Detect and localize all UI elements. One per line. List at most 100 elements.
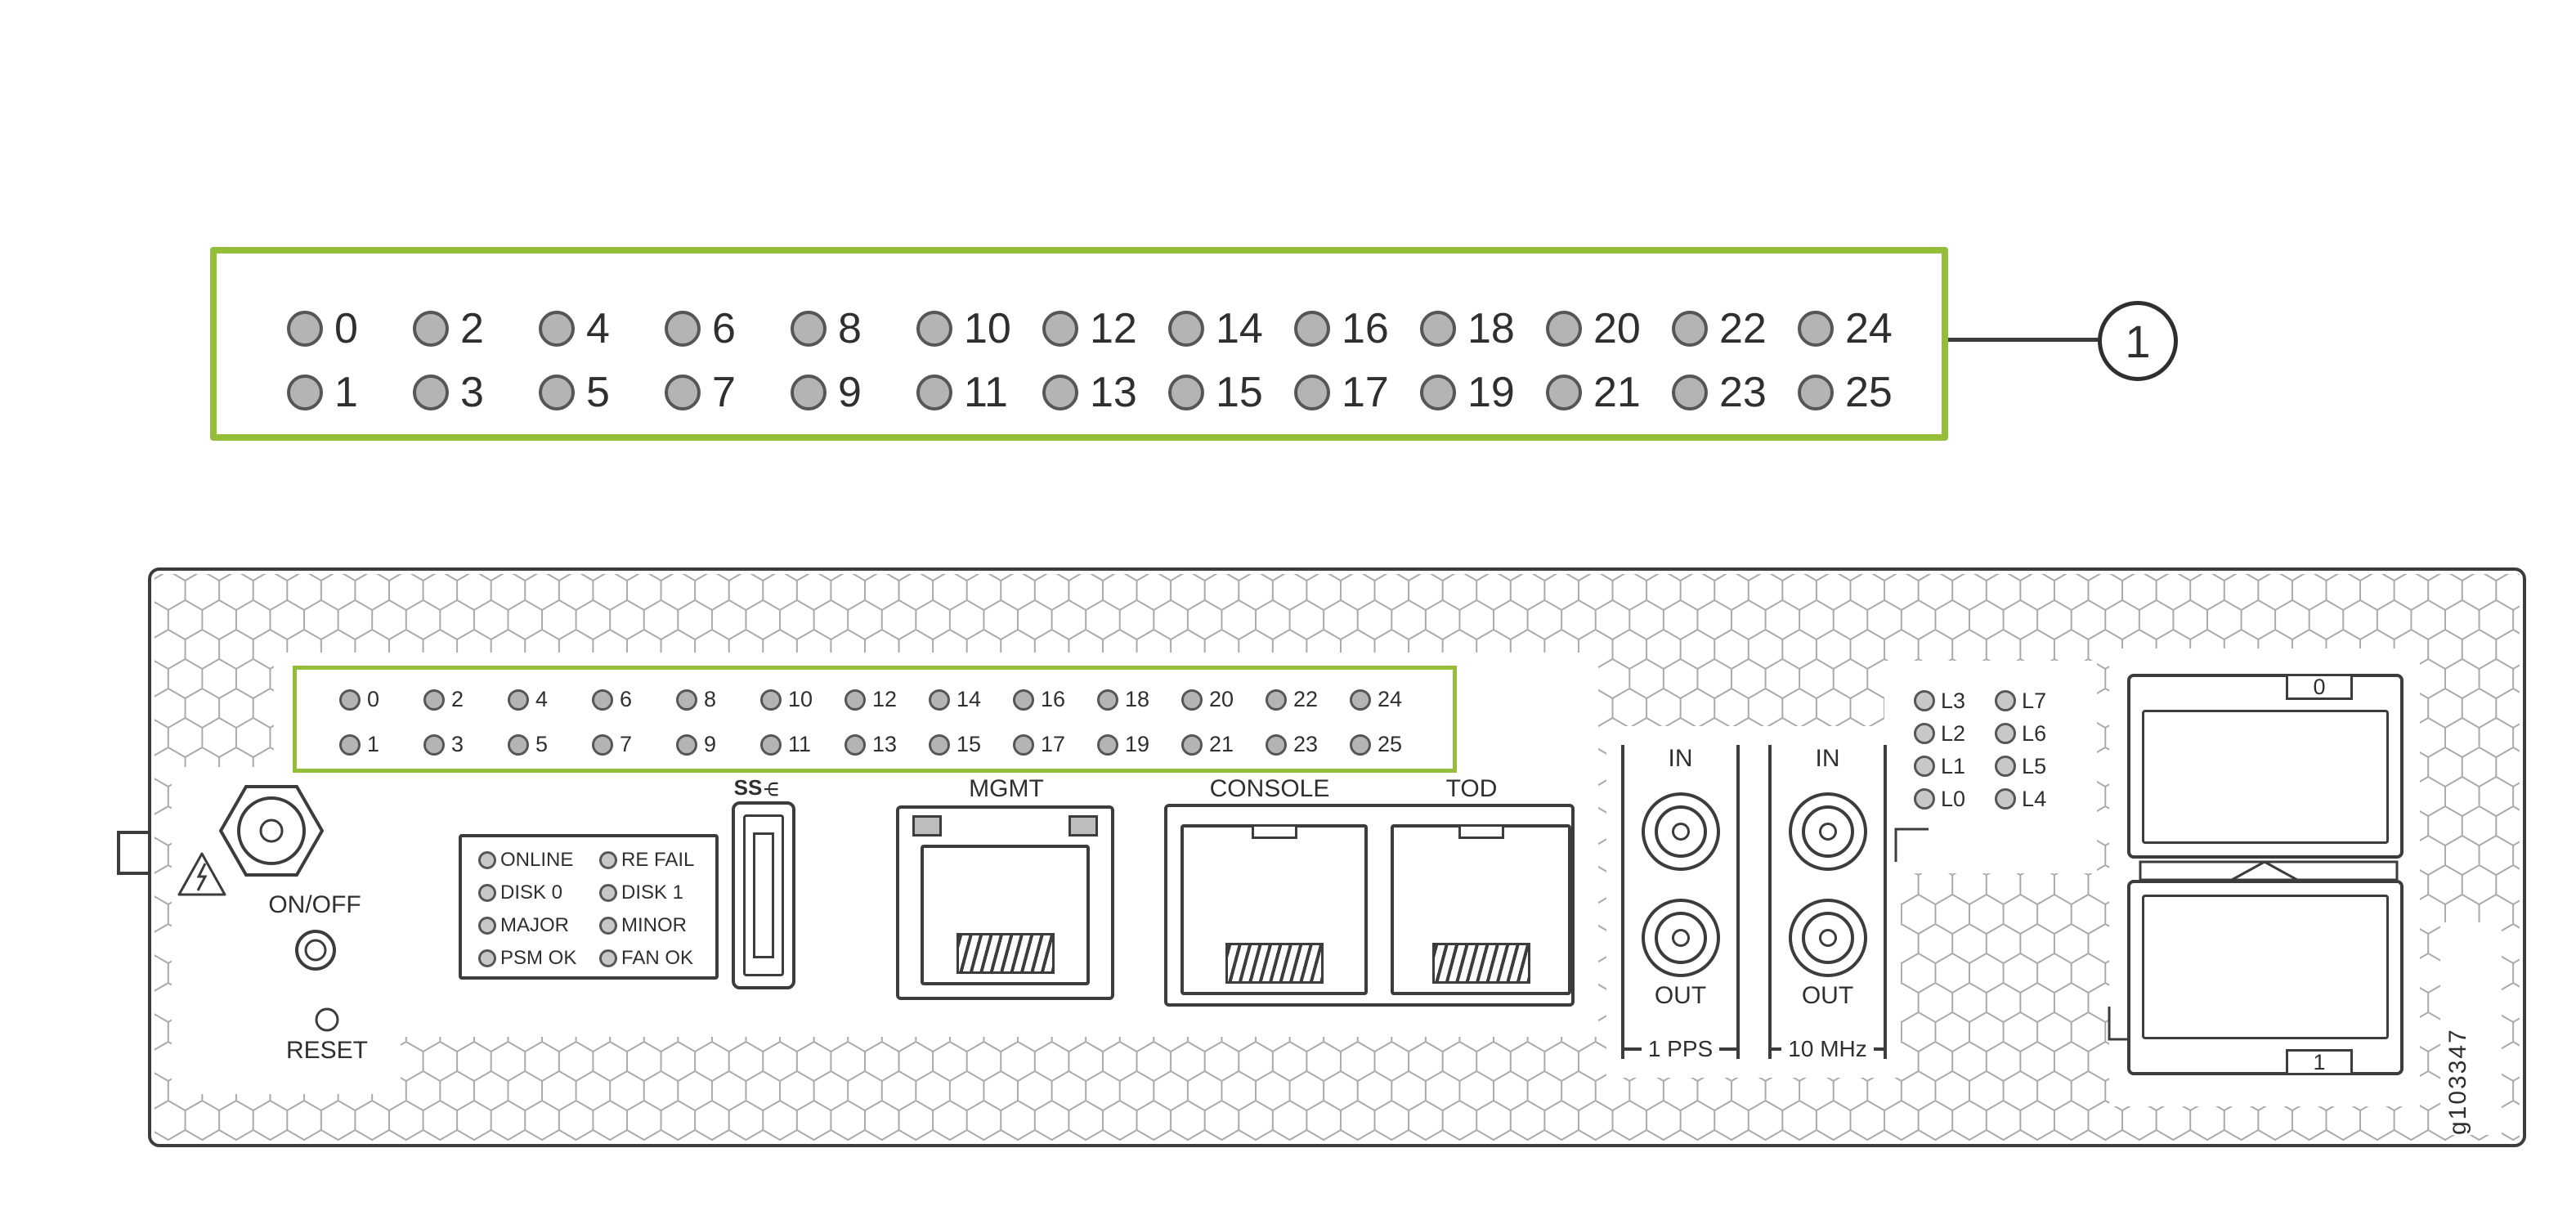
link-led-label: L3 bbox=[1941, 688, 1966, 713]
onoff-label: ON/OFF bbox=[268, 891, 361, 918]
status-label: DISK 0 bbox=[500, 881, 563, 904]
link-led-item: L6 bbox=[1995, 721, 2046, 746]
status-label: DISK 1 bbox=[621, 881, 684, 904]
out-label: OUT bbox=[1801, 982, 1854, 1009]
led-number: 17 bbox=[1342, 369, 1389, 416]
led-row-odd: 1 3 5 7 9 11 13 15 bbox=[287, 368, 1942, 417]
led-cell: 17 bbox=[1013, 732, 1097, 757]
led-number: 2 bbox=[460, 305, 484, 352]
led-indicator bbox=[1672, 375, 1708, 410]
led-cell: 4 bbox=[539, 304, 665, 353]
led-indicator bbox=[1168, 311, 1204, 347]
callout-leader-line bbox=[1948, 338, 2103, 342]
led-cell: 12 bbox=[844, 687, 929, 712]
power-assembly bbox=[177, 785, 339, 1032]
led-indicator bbox=[339, 733, 361, 756]
link-led-label: L7 bbox=[2022, 688, 2047, 713]
led-number: 19 bbox=[1467, 369, 1515, 416]
led-number: 6 bbox=[712, 305, 736, 352]
led-cell: 24 bbox=[1798, 304, 1924, 353]
in-label: IN bbox=[1815, 745, 1840, 772]
led-indicator bbox=[1266, 733, 1287, 756]
corner-mark-icon bbox=[1894, 828, 1929, 862]
link-led-item: L3 bbox=[1914, 688, 1966, 713]
led-number: 5 bbox=[535, 732, 549, 756]
led-cell: 20 bbox=[1181, 687, 1266, 712]
led-cell: 8 bbox=[676, 687, 760, 712]
led-cell: 7 bbox=[665, 368, 791, 417]
link-led-label: L0 bbox=[1941, 786, 1966, 811]
led-cell: 15 bbox=[929, 732, 1013, 757]
led-indicator bbox=[1294, 311, 1330, 347]
led-cell: 0 bbox=[339, 687, 423, 712]
timing-group-1pps: IN OUT 1 PPS bbox=[1621, 745, 1740, 1061]
led-number: 10 bbox=[964, 305, 1011, 352]
led-number: 21 bbox=[1209, 732, 1234, 756]
led-number: 9 bbox=[838, 369, 862, 416]
port-led-icon bbox=[912, 815, 942, 837]
coax-out-connector bbox=[1641, 899, 1720, 977]
timing-caption-text: 1 PPS bbox=[1647, 1036, 1714, 1061]
status-item: DISK 1 bbox=[599, 877, 694, 909]
led-indicator bbox=[791, 311, 827, 347]
led-indicator bbox=[760, 733, 782, 756]
led-indicator bbox=[508, 689, 529, 711]
led-indicator bbox=[1013, 733, 1034, 756]
link-led-item: L5 bbox=[1995, 754, 2046, 778]
led-number: 22 bbox=[1719, 305, 1767, 352]
mgmt-label: MGMT bbox=[969, 775, 1044, 802]
led-number: 13 bbox=[1090, 369, 1137, 416]
latch-chevron-icon bbox=[2231, 860, 2298, 881]
led-number: 20 bbox=[1593, 305, 1641, 352]
status-led bbox=[599, 917, 617, 935]
led-indicator bbox=[1266, 689, 1287, 711]
led-number: 12 bbox=[1090, 305, 1137, 352]
link-led-column-right: L7 L6 L5 L4 bbox=[1995, 688, 2047, 811]
led-cell: 11 bbox=[760, 732, 844, 757]
led-number: 9 bbox=[704, 732, 717, 756]
led-cell: 13 bbox=[844, 732, 929, 757]
led-number: 12 bbox=[872, 687, 898, 711]
status-led bbox=[478, 949, 496, 967]
link-led bbox=[1995, 756, 2017, 777]
led-cell: 24 bbox=[1350, 687, 1434, 712]
link-led bbox=[1914, 788, 1935, 810]
led-indicator bbox=[929, 733, 950, 756]
led-indicator bbox=[287, 375, 323, 410]
led-indicator bbox=[287, 311, 323, 347]
status-item: DISK 0 bbox=[478, 877, 599, 909]
led-indicator bbox=[1013, 689, 1034, 711]
link-led-column-left: L3 L2 L1 L0 bbox=[1914, 688, 1966, 811]
led-cell: 8 bbox=[791, 304, 916, 353]
led-cell: 9 bbox=[791, 368, 916, 417]
status-label: ONLINE bbox=[500, 849, 574, 871]
status-item: RE FAIL bbox=[599, 844, 694, 877]
qsfp-port-1: 1 bbox=[2127, 880, 2404, 1075]
link-led-item: L2 bbox=[1914, 721, 1965, 746]
status-led bbox=[599, 851, 617, 869]
led-cell: 20 bbox=[1546, 304, 1672, 353]
qsfp-port-1-label: 1 bbox=[2286, 1049, 2353, 1075]
led-number: 11 bbox=[788, 732, 812, 756]
led-number: 5 bbox=[586, 369, 610, 416]
led-number: 16 bbox=[1342, 305, 1389, 352]
led-cell: 21 bbox=[1546, 368, 1672, 417]
led-number: 7 bbox=[712, 369, 736, 416]
status-item: PSM OK bbox=[478, 942, 599, 975]
console-port bbox=[1180, 824, 1368, 995]
led-number: 13 bbox=[872, 732, 898, 756]
led-number: 23 bbox=[1293, 732, 1319, 756]
status-label: MINOR bbox=[621, 914, 687, 936]
led-indicator bbox=[1420, 311, 1456, 347]
led-cell: 6 bbox=[665, 304, 791, 353]
led-cell: 10 bbox=[760, 687, 844, 712]
link-led-item: L0 bbox=[1914, 786, 1966, 811]
led-cell: 6 bbox=[592, 687, 676, 712]
led-number: 18 bbox=[1467, 305, 1515, 352]
status-label: FAN OK bbox=[621, 947, 694, 969]
console-tod-bezel bbox=[1164, 804, 1575, 1007]
qsfp-opening bbox=[2142, 710, 2389, 844]
led-indicator bbox=[413, 375, 449, 410]
led-number: 19 bbox=[1125, 732, 1150, 756]
status-led bbox=[478, 851, 496, 869]
